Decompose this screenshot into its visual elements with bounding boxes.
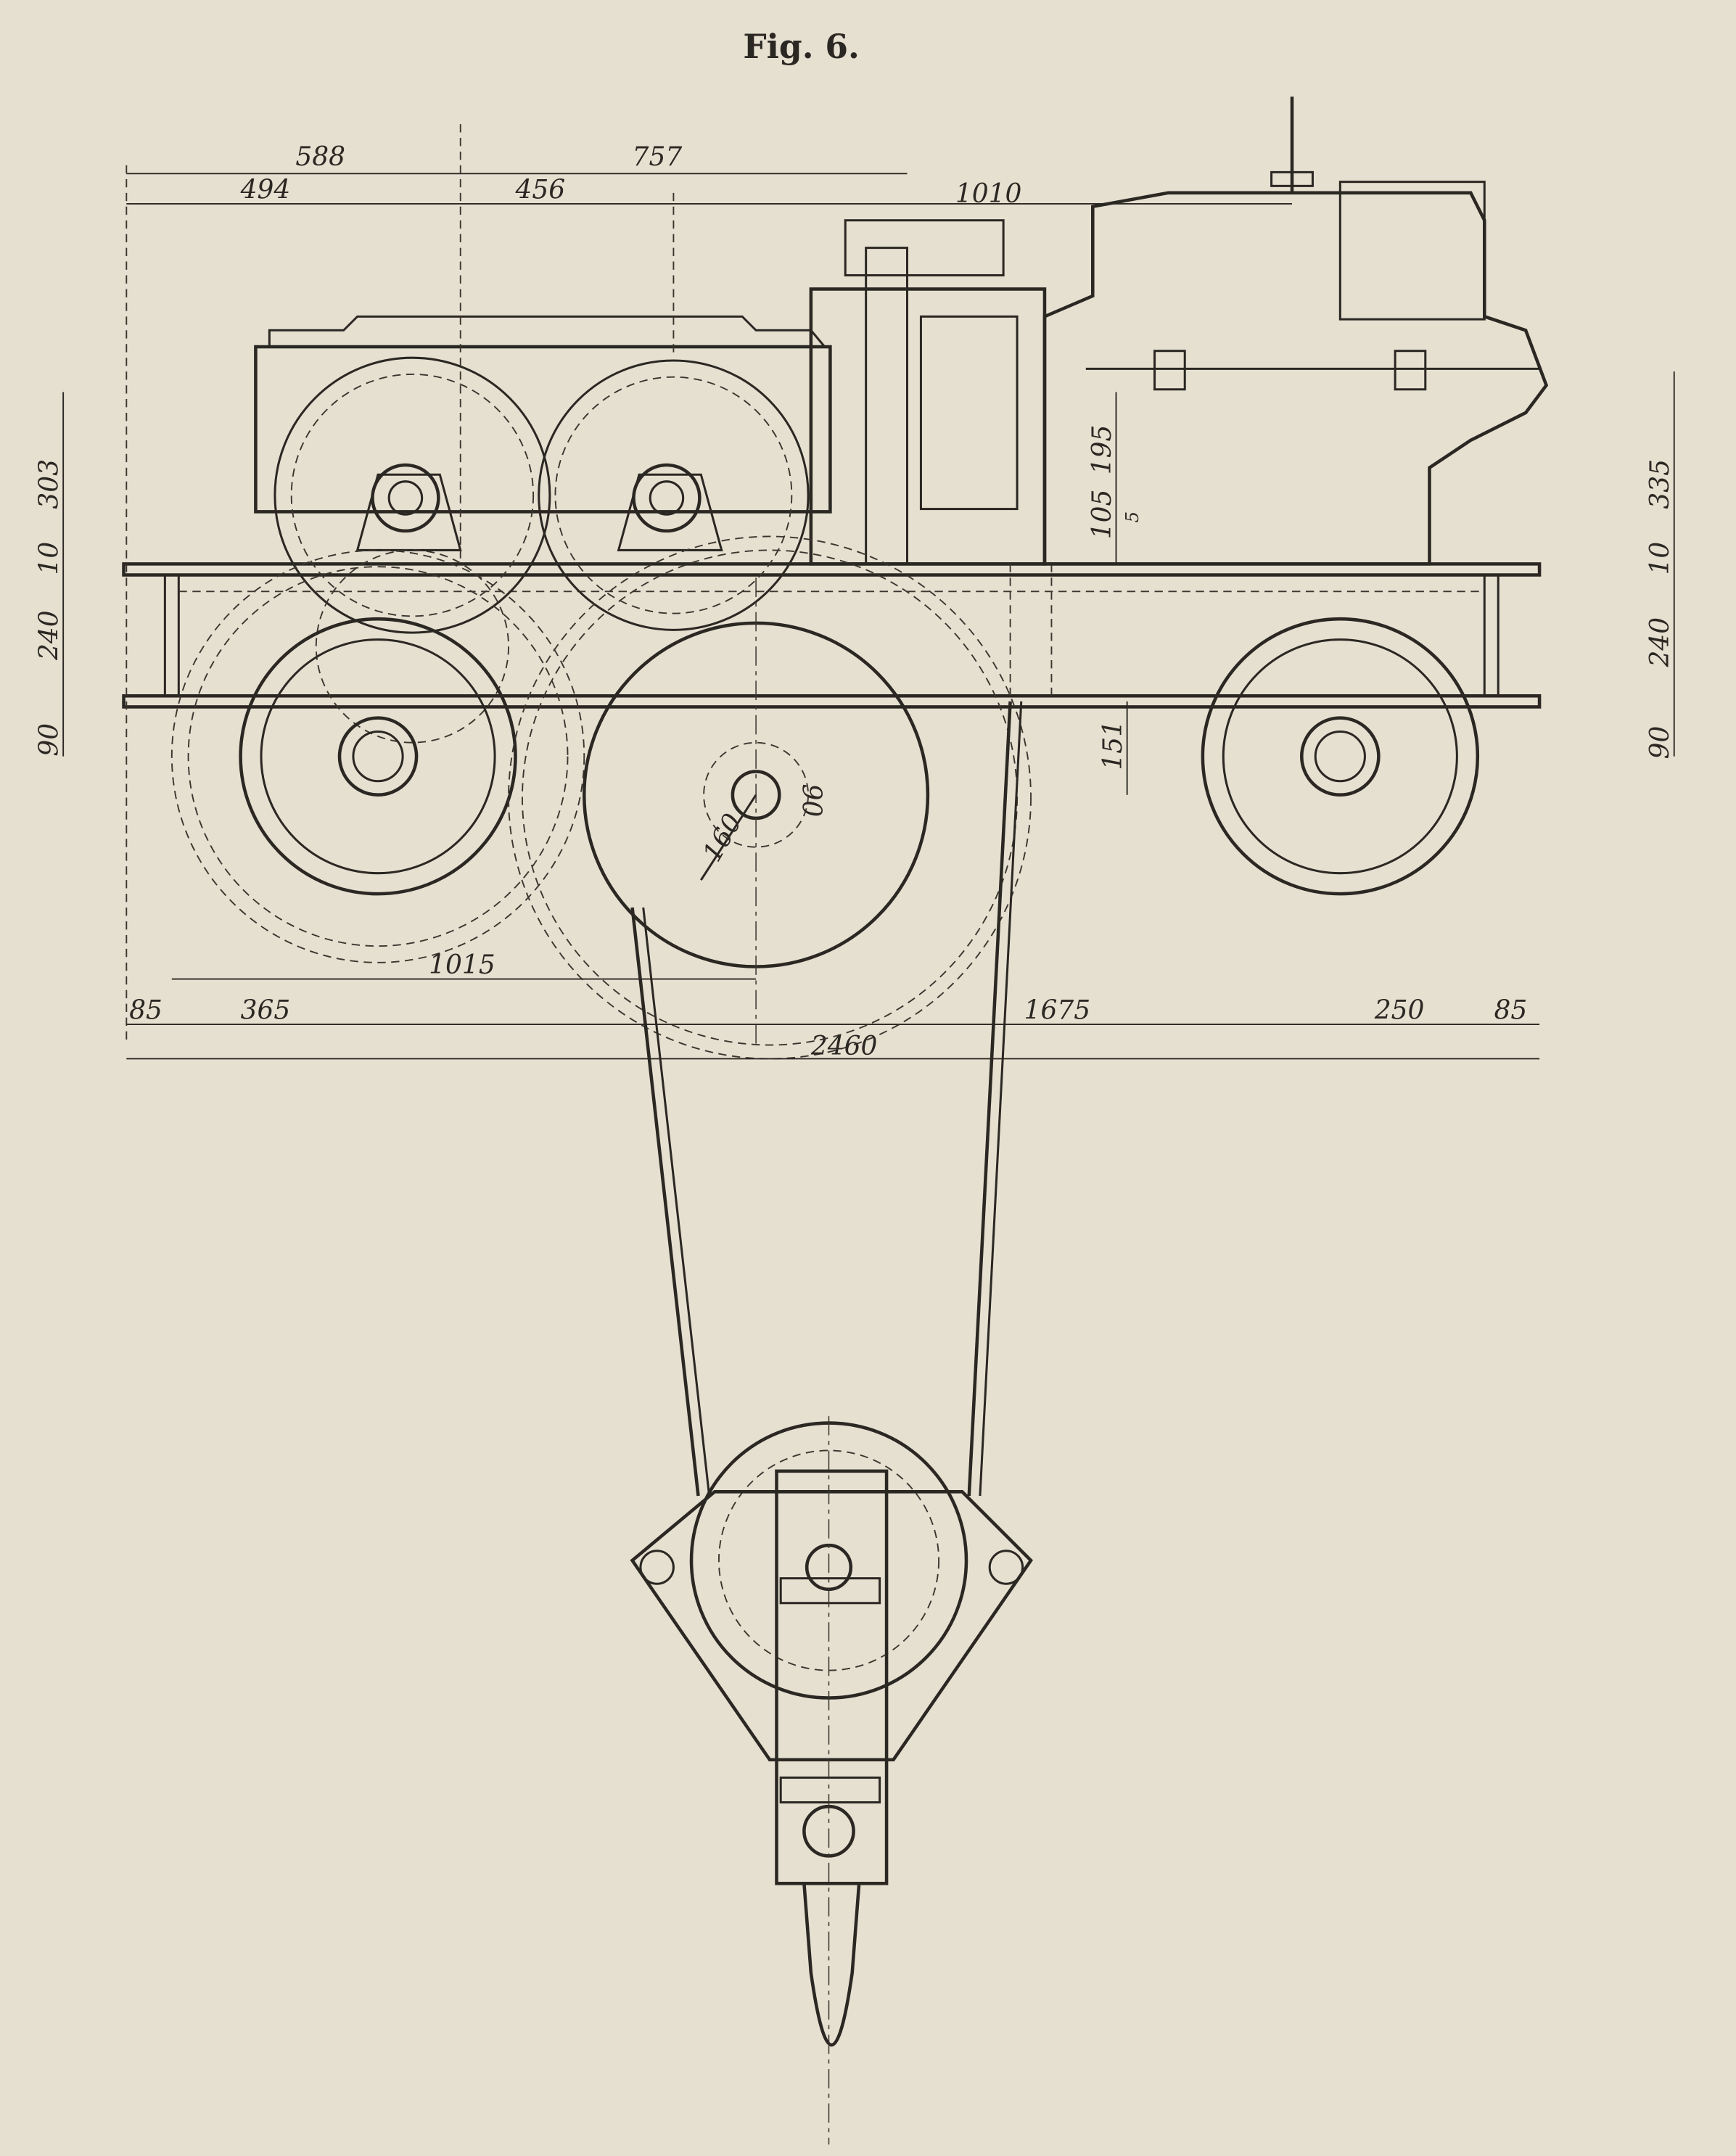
dim-label-240-left: 240 xyxy=(35,610,65,661)
trolley-frame xyxy=(122,562,1542,709)
dimension-lines xyxy=(62,124,1675,1060)
figure-title: Fig. 6. xyxy=(743,27,859,66)
left-wheel xyxy=(170,549,585,963)
dim-label-195: 195 xyxy=(1087,425,1117,475)
dim-label-365: 365 xyxy=(241,996,291,1026)
dim-label-494: 494 xyxy=(240,175,291,205)
right-wheel xyxy=(1201,617,1480,896)
dim-label-90-left: 90 xyxy=(35,723,65,757)
dim-label-335: 335 xyxy=(1645,459,1675,509)
dim-label-85-left: 85 xyxy=(129,996,163,1026)
hoist-rope xyxy=(630,701,1023,1497)
rope-drum xyxy=(508,535,1032,1060)
dim-label-588: 588 xyxy=(295,142,345,172)
dim-label-1010: 1010 xyxy=(955,179,1022,209)
motor xyxy=(1042,96,1549,566)
dim-label-456: 456 xyxy=(515,175,566,205)
dim-label-240-right: 240 xyxy=(1645,617,1675,668)
dim-label-1675: 1675 xyxy=(1024,996,1091,1026)
gearbox xyxy=(254,315,832,744)
dim-label-85-right: 85 xyxy=(1494,996,1528,1026)
dim-label-10-right: 10 xyxy=(1645,542,1675,575)
dim-label-303: 303 xyxy=(35,459,65,509)
dim-label-250: 250 xyxy=(1374,996,1425,1026)
dim-label-757: 757 xyxy=(633,142,683,172)
hook-block xyxy=(630,1416,1033,2145)
dim-label-2460: 2460 xyxy=(810,1032,878,1061)
dim-label-105: 105 xyxy=(1087,490,1117,540)
dim-label-5: 5 xyxy=(1122,511,1143,523)
dim-label-90-drum: 90 xyxy=(797,784,826,818)
dim-label-151: 151 xyxy=(1098,720,1128,770)
dim-label-90-right: 90 xyxy=(1645,726,1675,760)
dim-label-10-left: 10 xyxy=(35,542,65,575)
dim-label-1015: 1015 xyxy=(429,950,495,980)
brake-unit xyxy=(809,219,1053,696)
